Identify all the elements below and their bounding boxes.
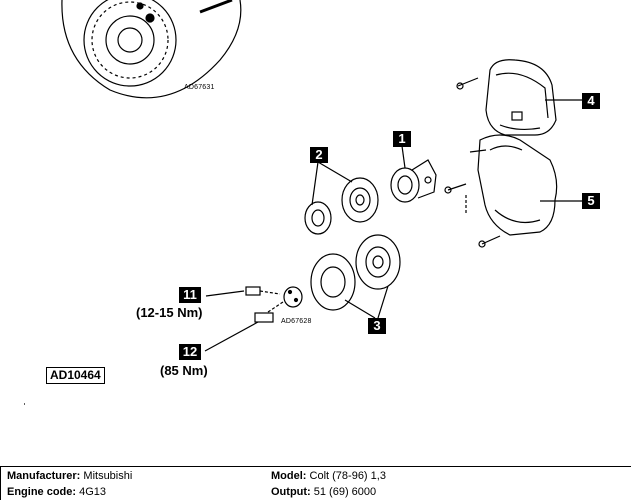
callout-2: 2 [310, 147, 328, 163]
manufacturer-label: Manufacturer: [7, 470, 81, 482]
model-label: Model: [271, 470, 307, 482]
callout-11: 11 [179, 287, 201, 303]
drawing-code: AD10464 [46, 367, 105, 384]
manufacturer-value: Mitsubishi [83, 470, 133, 482]
torque-label-11: (12-15 Nm) [136, 305, 203, 320]
callout-3: 3 [368, 318, 386, 334]
callout-4: 4 [582, 93, 600, 109]
model-value: Colt (78-96) 1,3 [309, 470, 386, 482]
torque-label-12: (85 Nm) [160, 363, 208, 378]
idler-pulleys [304, 161, 379, 235]
manufacturer-row: Manufacturer: Mitsubishi [7, 470, 132, 482]
output-label: Output: [271, 486, 311, 498]
engine-info-table: Manufacturer: Mitsubishi Engine code: 4G… [0, 466, 631, 500]
crank-hub-and-bolts [204, 286, 303, 352]
lower-timing-cover [444, 134, 582, 248]
output-row: Output: 51 (69) 6000 [271, 486, 376, 498]
engine-code-label: Engine code: [7, 486, 77, 498]
callout-1: 1 [393, 131, 411, 147]
callout-12: 12 [179, 344, 201, 360]
model-row: Model: Colt (78-96) 1,3 [271, 470, 386, 482]
engine-code-row: Engine code: 4G13 [7, 486, 106, 498]
tensioner-assembly [390, 145, 437, 203]
upper-timing-cover [456, 59, 582, 136]
ref-code-top: AD67631 [184, 84, 215, 91]
detail-circle [61, 0, 242, 99]
ref-code-bottom: AD67628 [281, 318, 312, 325]
callout-5: 5 [582, 193, 600, 209]
output-value: 51 (69) 6000 [313, 486, 377, 498]
crankshaft-pulleys [310, 234, 401, 319]
engine-code-value: 4G13 [79, 486, 107, 498]
